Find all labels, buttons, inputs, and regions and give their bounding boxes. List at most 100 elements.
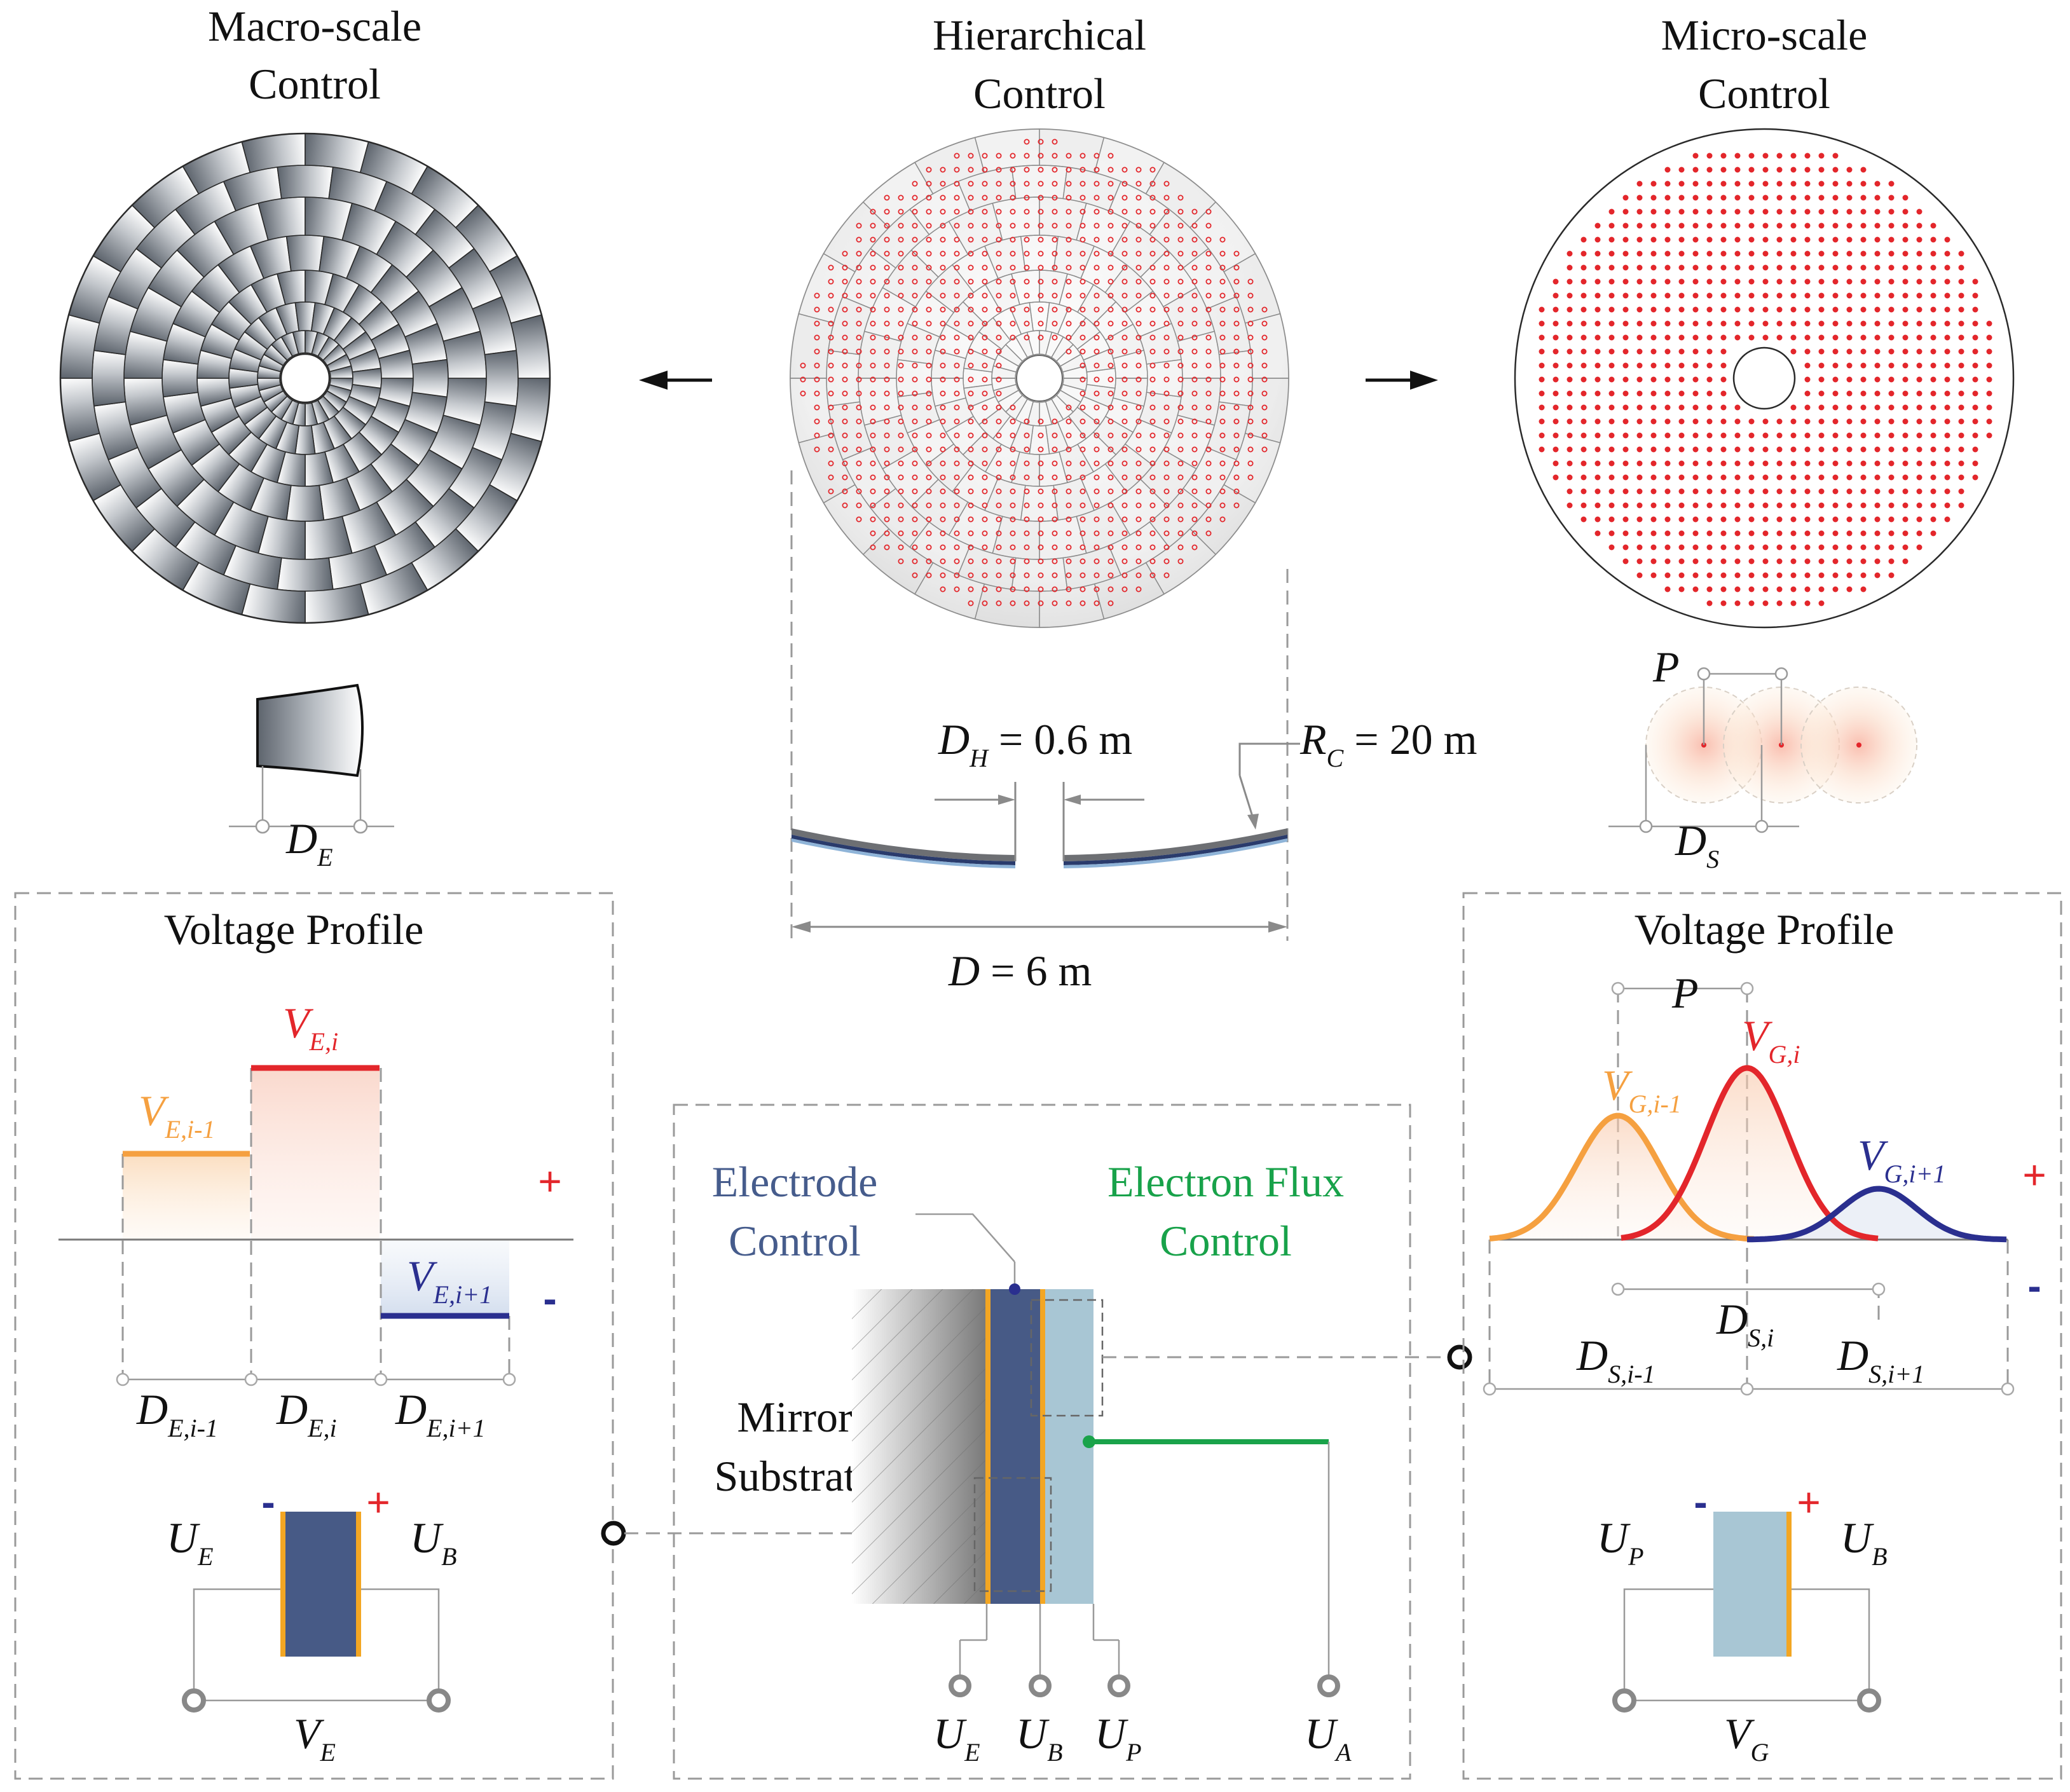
emission-spot xyxy=(1024,488,1030,495)
emission-spot xyxy=(1038,502,1044,509)
emission-spot xyxy=(1832,264,1839,271)
emission-spot xyxy=(996,432,1002,439)
emission-spot xyxy=(926,460,932,467)
emission-spot xyxy=(1205,446,1212,453)
emission-spot xyxy=(828,376,834,383)
emission-spot xyxy=(1107,320,1114,327)
emission-spot xyxy=(954,306,960,313)
emission-spot xyxy=(1804,264,1811,271)
emission-spot xyxy=(1888,278,1895,285)
emission-spot xyxy=(1010,558,1016,564)
emission-spot xyxy=(1177,474,1184,481)
emission-spot xyxy=(1163,432,1170,439)
emission-spot xyxy=(1066,446,1072,453)
emission-spot xyxy=(814,446,820,453)
emission-spot xyxy=(1958,348,1964,355)
emission-spot xyxy=(1594,320,1601,327)
emission-spot xyxy=(1080,530,1086,537)
emission-spot xyxy=(1874,362,1881,369)
emission-spot xyxy=(1748,432,1755,439)
emission-spot xyxy=(1107,195,1114,201)
emission-spot xyxy=(1860,195,1867,201)
emission-spot xyxy=(1024,278,1030,285)
emission-spot xyxy=(856,334,862,341)
emission-spot xyxy=(1608,516,1615,523)
emission-spot xyxy=(1846,530,1853,537)
emission-spot xyxy=(1219,292,1226,299)
emission-spot xyxy=(1080,334,1086,341)
emission-spot xyxy=(1776,334,1783,341)
emission-spot xyxy=(1748,558,1755,564)
emission-spot xyxy=(1121,418,1128,425)
emission-spot xyxy=(1846,544,1853,551)
emission-spot xyxy=(1860,334,1867,341)
macro-electrode-segment xyxy=(285,235,325,272)
emission-spot xyxy=(912,572,918,578)
emission-spot xyxy=(1650,348,1657,355)
emission-spot xyxy=(912,320,918,327)
emission-spot xyxy=(1790,209,1797,215)
emission-spot xyxy=(1093,334,1100,341)
mirror-cross-section xyxy=(790,470,1300,941)
emission-spot xyxy=(1818,278,1825,285)
emission-spot xyxy=(1762,586,1769,592)
emission-spot xyxy=(1818,264,1825,271)
emission-spot xyxy=(1888,516,1895,523)
emission-spot xyxy=(1107,334,1114,341)
emission-spot xyxy=(1233,460,1240,467)
emission-spot xyxy=(842,446,848,453)
emission-spot xyxy=(1191,530,1198,537)
emission-spot xyxy=(870,209,876,215)
emission-spot xyxy=(1720,264,1727,271)
emission-spot xyxy=(1748,236,1755,243)
emission-spot xyxy=(1692,474,1699,481)
emission-spot xyxy=(1902,278,1909,285)
emission-spot xyxy=(1052,153,1058,159)
emission-spot xyxy=(1930,292,1936,299)
emission-spot xyxy=(1902,502,1909,509)
emission-spot xyxy=(1539,418,1545,425)
emission-spot xyxy=(856,418,862,425)
emission-spot xyxy=(828,474,834,481)
emission-spot xyxy=(884,362,890,369)
emission-spot xyxy=(940,348,946,355)
macro-electrode-segment xyxy=(277,557,334,592)
emission-spot xyxy=(1734,153,1741,159)
emission-spot xyxy=(1706,530,1713,537)
emission-spot xyxy=(1247,390,1254,397)
emission-spot xyxy=(856,474,862,481)
emission-spot xyxy=(1916,530,1923,537)
emission-spot xyxy=(1608,418,1615,425)
emission-spot xyxy=(1010,488,1016,495)
emission-spot xyxy=(1832,153,1839,159)
emission-spot xyxy=(1916,348,1923,355)
emission-spot xyxy=(1916,306,1923,313)
emission-spot xyxy=(1552,292,1559,299)
emission-spot xyxy=(1191,460,1198,467)
emission-spot xyxy=(1552,306,1559,313)
emission-spot xyxy=(1024,572,1030,578)
emission-spot xyxy=(1874,446,1881,453)
emission-spot xyxy=(1832,544,1839,551)
emission-spot xyxy=(1874,348,1881,355)
emission-spot xyxy=(870,530,876,537)
emission-spot xyxy=(1650,195,1657,201)
right-voltage-panel xyxy=(1462,892,2062,1780)
emission-spot xyxy=(954,516,960,523)
emission-spot xyxy=(1706,334,1713,341)
emission-spot xyxy=(1818,167,1825,173)
emission-spot xyxy=(968,264,974,271)
emission-spot xyxy=(1846,264,1853,271)
emission-spot xyxy=(1902,516,1909,523)
emission-spot xyxy=(1622,418,1629,425)
emission-spot xyxy=(954,250,960,257)
emission-spot xyxy=(1024,292,1030,299)
emission-spot xyxy=(912,306,918,313)
emission-spot xyxy=(1678,292,1685,299)
emission-spot xyxy=(1163,404,1170,411)
emission-spot xyxy=(1720,446,1727,453)
emission-spot xyxy=(1121,516,1128,523)
emission-spot xyxy=(1163,264,1170,271)
emission-spot xyxy=(1121,558,1128,564)
emission-spot xyxy=(1706,376,1713,383)
